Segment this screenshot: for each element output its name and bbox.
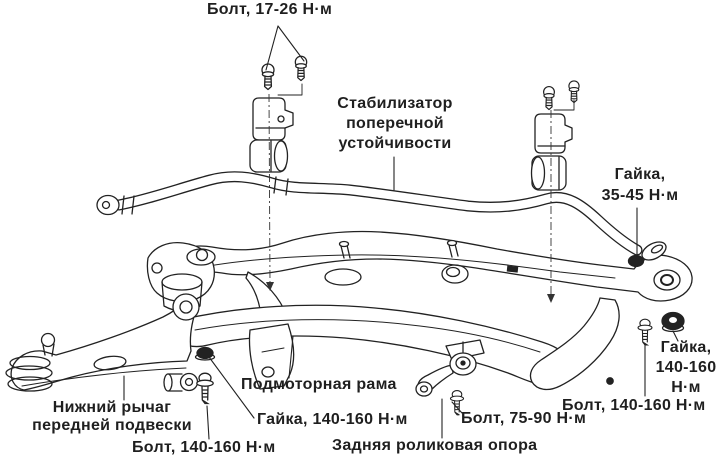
callout-arm-pivot-nut: Гайка, 140-160 Н·м xyxy=(257,411,408,428)
callout-roller-bolt: Болт, 75-90 Н·м xyxy=(461,410,587,427)
callout-lower-arm-line2: передней подвески xyxy=(32,417,192,434)
callout-rear-mount-nut: Гайка, 140-160 Н·м xyxy=(648,338,720,398)
subframe-studs xyxy=(338,239,459,259)
callout-rear-mount-nut-line2: 140-160 xyxy=(655,359,717,376)
leader-subframe xyxy=(288,335,294,379)
leader-roller-bolt xyxy=(451,401,463,414)
subframe-bracket xyxy=(248,323,295,390)
left-clamp-bolt-2 xyxy=(294,55,308,82)
callout-end-nut-line2: 35-45 Н·м xyxy=(601,187,679,204)
callout-lower-control-arm: Нижний рычаг передней подвески xyxy=(22,399,202,435)
left-clamp-bolt-1 xyxy=(261,63,275,91)
subframe-right-rail xyxy=(529,297,620,391)
callout-arm-pivot-bolt: Болт, 140-160 Н·м xyxy=(132,439,276,456)
callout-end-nut: Гайка, 35-45 Н·м xyxy=(588,164,692,206)
callout-end-nut-line1: Гайка, xyxy=(614,166,666,183)
right-clamp-bolt-1 xyxy=(543,86,555,111)
leader-rear-mount-nut xyxy=(672,330,679,342)
rear-roller-support-drawing xyxy=(415,339,485,416)
callout-stabilizer-line2: поперечной xyxy=(346,115,444,132)
subframe-top-rail xyxy=(155,230,693,302)
leader-arm-pivot-nut xyxy=(208,356,255,419)
callout-rear-mount-nut-line1: Гайка, xyxy=(660,339,712,356)
leader-clamp-bolts xyxy=(265,25,305,71)
right-clamp-assembly xyxy=(530,80,580,191)
left-clamp-assembly xyxy=(249,55,308,173)
arm-pivot-nut-part xyxy=(196,346,214,360)
stabilizer-bar-drawing xyxy=(96,171,667,268)
right-clamp-bolt-2 xyxy=(568,80,580,104)
callout-roller-support: Задняя роликовая опора xyxy=(332,437,538,454)
fasteners xyxy=(194,311,685,405)
bar-end-nut xyxy=(627,254,645,268)
callout-clamp-bolts: Болт, 17-26 Н·м xyxy=(207,1,333,18)
left-clamp xyxy=(252,97,294,141)
ball-joint xyxy=(5,332,56,392)
callout-rear-mount-nut-line3: Н·м xyxy=(671,379,701,396)
leader-lines xyxy=(123,25,679,440)
callout-rear-mount-bolt: Болт, 140-160 Н·м xyxy=(562,397,706,414)
centerlines xyxy=(266,93,555,303)
callout-lower-arm-line1: Нижний рычаг xyxy=(52,399,172,416)
callout-stabilizer: Стабилизатор поперечной устойчивости xyxy=(325,94,465,154)
callout-stabilizer-line3: устойчивости xyxy=(338,135,452,152)
subframe-front-beam xyxy=(174,304,570,386)
right-clamp xyxy=(534,113,573,154)
lower-control-arm-drawing xyxy=(5,293,200,392)
subframe-drawing xyxy=(146,230,693,391)
leader-arm-pivot-bolt xyxy=(206,405,210,440)
callout-stabilizer-line1: Стабилизатор xyxy=(337,95,453,112)
callout-subframe: Подмоторная рама xyxy=(241,376,397,393)
